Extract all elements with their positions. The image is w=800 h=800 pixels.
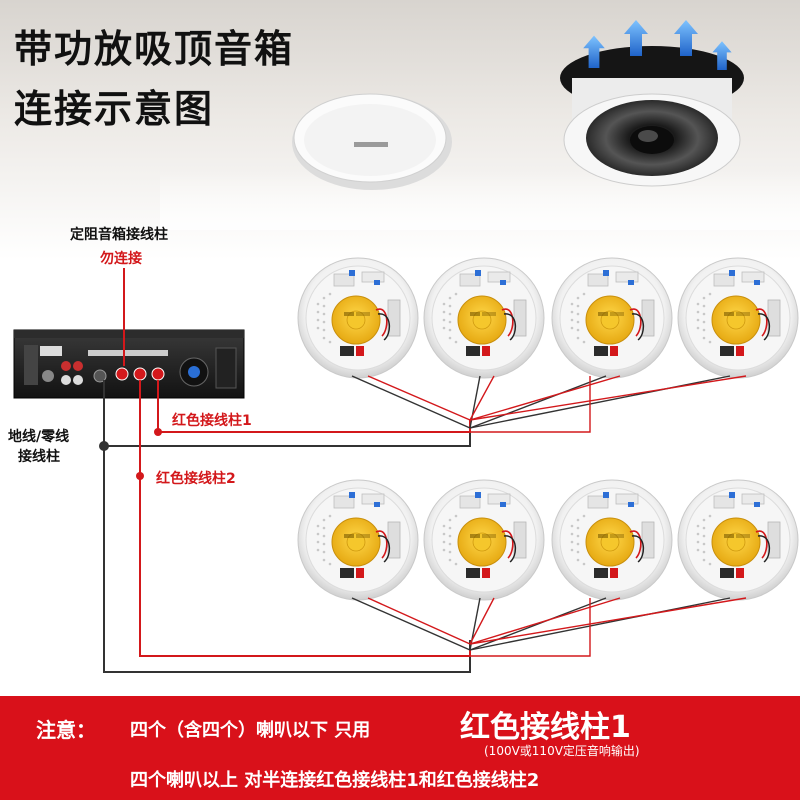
amplifier-icon [13,329,245,399]
note-line-2: 四个喇叭以上 对半连接红色接线柱1和红色接线柱2 [130,770,540,791]
page-title-line-1: 带功放吸顶音箱 [14,27,295,71]
speaker-module-icon [677,479,799,601]
red-terminal-2-label: 红色接线柱2 [156,471,236,487]
speaker-module-icon [677,257,799,379]
note-line-1-sub: (100V或110V定压音响输出) [484,744,640,758]
speaker-module-icon [297,257,419,379]
speaker-module-icon [423,479,545,601]
speaker-module-icon [551,479,673,601]
ground-line-label-1: 地线/零线 [8,429,70,445]
speaker-module-icon [297,479,419,601]
note-line-1-emphasis: 红色接线柱1 [460,710,631,745]
do-not-connect-label: 勿连接 [100,251,142,267]
footer-note-banner: 注意： 四个（含四个）喇叭以下 只用 红色接线柱1 (100V或110V定压音响… [0,696,800,800]
speaker-module-icon [551,257,673,379]
ground-line-label-2: 接线柱 [18,449,60,465]
note-line-1: 四个（含四个）喇叭以下 只用 [130,720,371,741]
speaker-module-icon [423,257,545,379]
speaker-cone-icon [560,46,744,187]
fixed-impedance-terminal-label: 定阻音箱接线柱 [70,227,168,243]
red-terminal-1-label: 红色接线柱1 [172,413,252,429]
ceiling-speaker-icon [292,93,452,190]
page-title-line-2: 连接示意图 [14,87,215,131]
note-prefix: 注意： [36,718,96,742]
